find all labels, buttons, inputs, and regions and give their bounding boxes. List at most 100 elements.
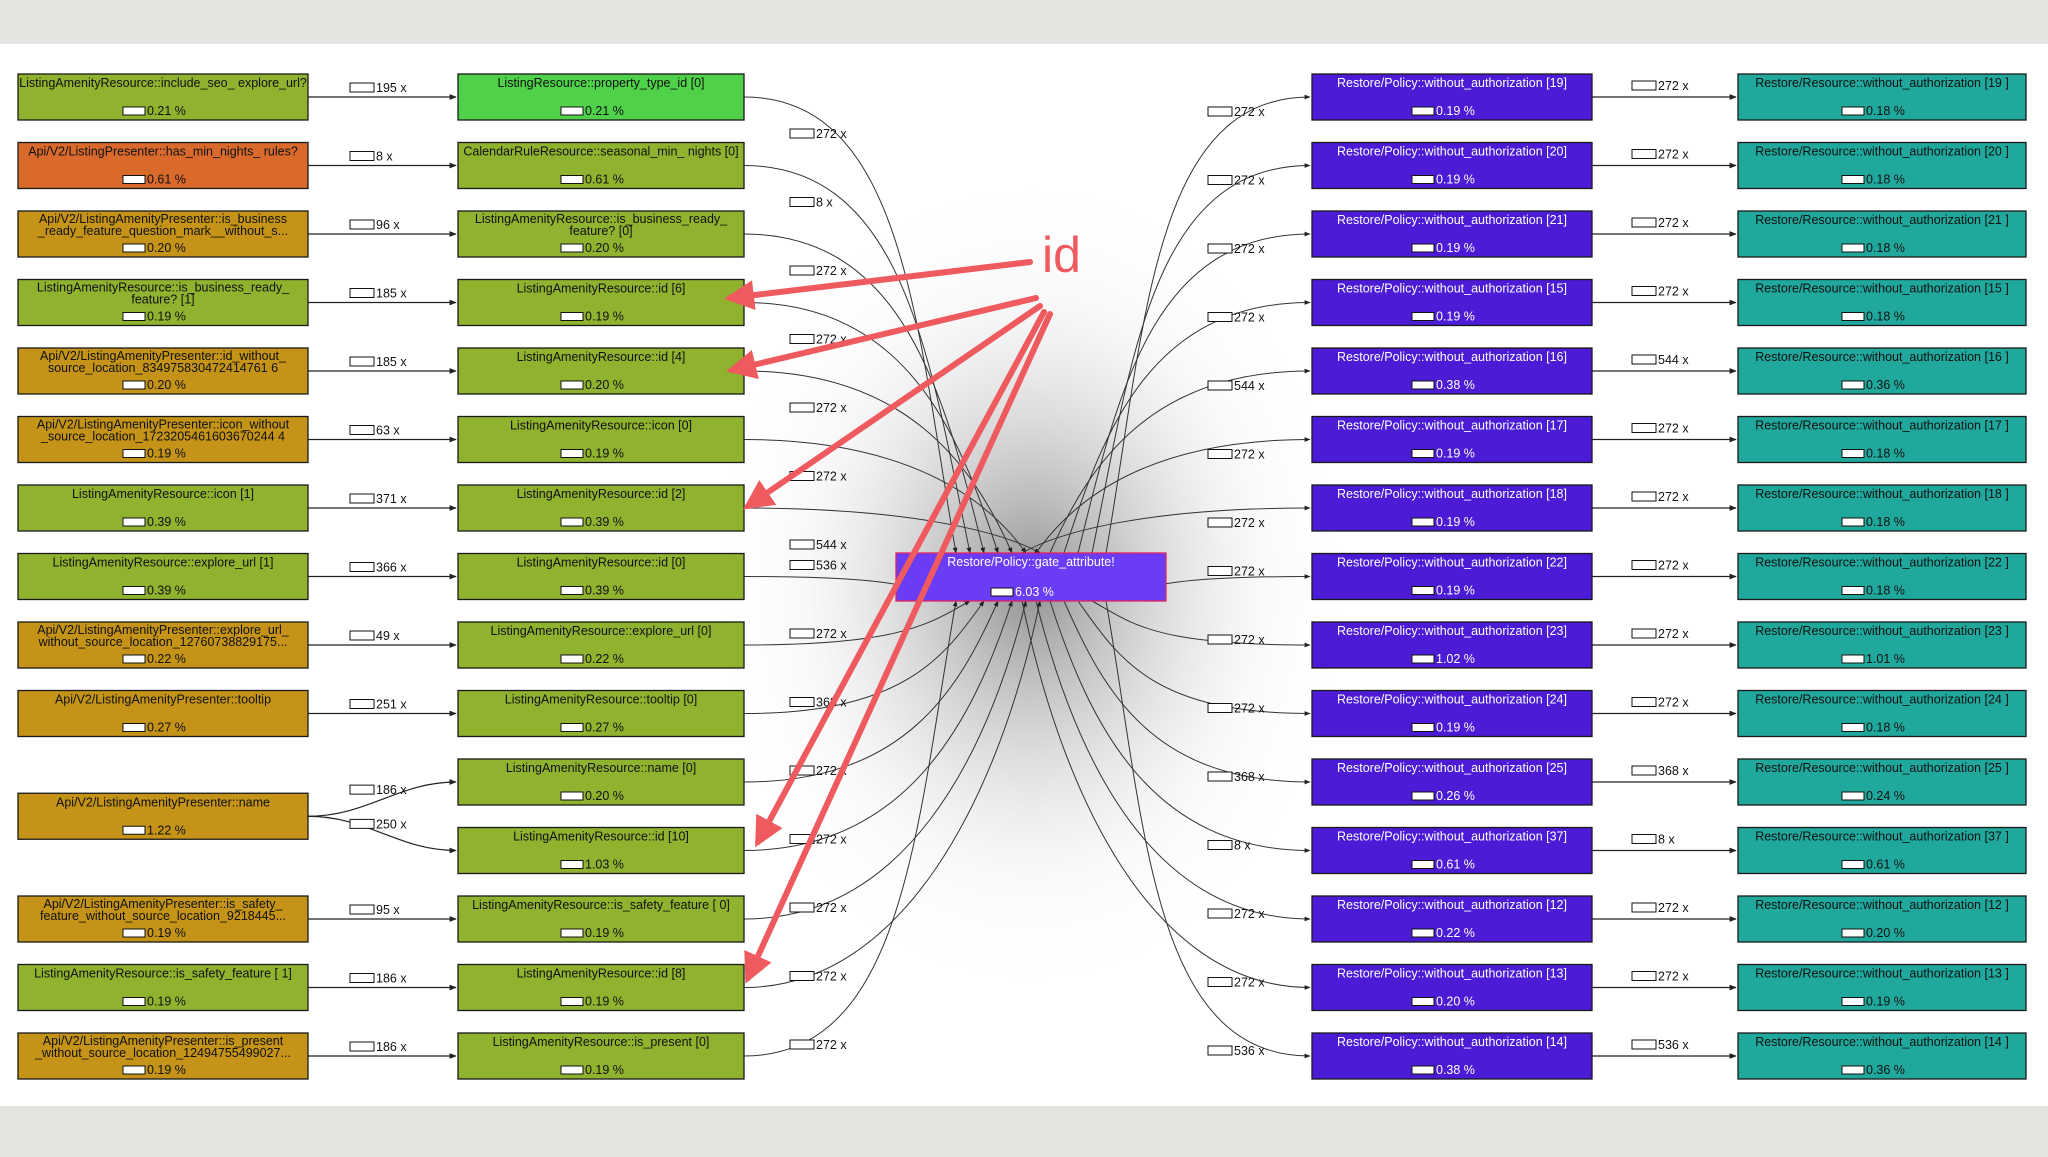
policy-node-box[interactable] [1311, 895, 1593, 943]
policy-node-box[interactable] [1311, 758, 1593, 806]
policy-node[interactable]: Restore/Policy::without_authorization [1… [1311, 278, 1593, 327]
restore-resource-node-box[interactable] [1737, 210, 2027, 258]
resource-node-box[interactable] [457, 73, 745, 121]
resource-node[interactable]: ListingAmenityResource::id [2]0.39 % [457, 484, 745, 532]
resource-node[interactable]: ListingAmenityResource::id [6]0.19 % [457, 278, 745, 327]
resource-node[interactable]: ListingAmenityResource::id [0]0.39 % [457, 552, 745, 601]
resource-node[interactable]: CalendarRuleResource::seasonal_min_ nigh… [457, 141, 745, 190]
policy-node[interactable]: Restore/Policy::without_authorization [1… [1311, 1032, 1593, 1080]
resource-node[interactable]: ListingAmenityResource::is_present [0]0.… [457, 1032, 745, 1080]
caller-node-box[interactable] [17, 141, 309, 190]
caller-node-box[interactable] [17, 73, 309, 121]
restore-resource-node-box[interactable] [1737, 278, 2027, 327]
resource-node-box[interactable] [457, 484, 745, 532]
restore-resource-node[interactable]: Restore/Resource::without_authorization … [1737, 141, 2027, 190]
resource-node[interactable]: ListingResource::property_type_id [0]0.2… [457, 73, 745, 121]
caller-node[interactable]: ListingAmenityResource::icon [1]0.39 % [17, 484, 309, 532]
resource-node-box[interactable] [457, 210, 745, 258]
caller-node-box[interactable] [17, 278, 309, 327]
resource-node-box[interactable] [457, 758, 745, 806]
resource-node-box[interactable] [457, 826, 745, 875]
caller-node[interactable]: ListingAmenityResource::include_seo_ exp… [17, 73, 309, 121]
policy-node[interactable]: Restore/Policy::without_authorization [1… [1311, 895, 1593, 943]
policy-node[interactable]: Restore/Policy::without_authorization [1… [1311, 73, 1593, 121]
restore-resource-node-box[interactable] [1737, 963, 2027, 1012]
caller-node[interactable]: Api/V2/ListingAmenityPresenter::tooltip0… [17, 689, 309, 738]
policy-node-box[interactable] [1311, 347, 1593, 395]
policy-node-box[interactable] [1311, 621, 1593, 669]
policy-node-box[interactable] [1311, 1032, 1593, 1080]
caller-node[interactable]: Api/V2/ListingAmenityPresenter::icon_wit… [17, 415, 309, 464]
caller-node-box[interactable] [17, 963, 309, 1012]
resource-node[interactable]: ListingAmenityResource::is_safety_featur… [457, 895, 745, 943]
resource-node-box[interactable] [457, 895, 745, 943]
policy-node[interactable]: Restore/Policy::without_authorization [2… [1311, 621, 1593, 669]
resource-node-box[interactable] [457, 1032, 745, 1080]
policy-node-box[interactable] [1311, 826, 1593, 875]
restore-resource-node[interactable]: Restore/Resource::without_authorization … [1737, 73, 2027, 121]
resource-node[interactable]: ListingAmenityResource::id [10]1.03 % [457, 826, 745, 875]
policy-node-box[interactable] [1311, 278, 1593, 327]
caller-node-box[interactable] [17, 484, 309, 532]
resource-node[interactable]: ListingAmenityResource::icon [0]0.19 % [457, 415, 745, 464]
caller-node-box[interactable] [17, 621, 309, 669]
restore-resource-node[interactable]: Restore/Resource::without_authorization … [1737, 963, 2027, 1012]
caller-node-box[interactable] [17, 210, 309, 258]
resource-node-box[interactable] [457, 963, 745, 1012]
resource-node-box[interactable] [457, 689, 745, 738]
resource-node-box[interactable] [457, 621, 745, 669]
center-node-box[interactable] [895, 552, 1167, 602]
resource-node-box[interactable] [457, 347, 745, 395]
policy-node-box[interactable] [1311, 415, 1593, 464]
restore-resource-node-box[interactable] [1737, 73, 2027, 121]
restore-resource-node[interactable]: Restore/Resource::without_authorization … [1737, 1032, 2027, 1080]
caller-node[interactable]: Api/V2/ListingAmenityPresenter::explore_… [17, 621, 309, 669]
restore-resource-node[interactable]: Restore/Resource::without_authorization … [1737, 895, 2027, 943]
policy-node[interactable]: Restore/Policy::without_authorization [1… [1311, 963, 1593, 1012]
restore-resource-node-box[interactable] [1737, 621, 2027, 669]
policy-node[interactable]: Restore/Policy::without_authorization [3… [1311, 826, 1593, 875]
caller-node[interactable]: ListingAmenityResource::explore_url [1]0… [17, 552, 309, 601]
caller-node[interactable]: ListingAmenityResource::is_safety_featur… [17, 963, 309, 1012]
caller-node-box[interactable] [17, 1032, 309, 1080]
restore-resource-node[interactable]: Restore/Resource::without_authorization … [1737, 484, 2027, 532]
restore-resource-node-box[interactable] [1737, 347, 2027, 395]
restore-resource-node[interactable]: Restore/Resource::without_authorization … [1737, 210, 2027, 258]
caller-node-box[interactable] [17, 347, 309, 395]
resource-node-box[interactable] [457, 552, 745, 601]
resource-node[interactable]: ListingAmenityResource::id [4]0.20 % [457, 347, 745, 395]
policy-node[interactable]: Restore/Policy::without_authorization [2… [1311, 141, 1593, 190]
resource-node-box[interactable] [457, 278, 745, 327]
resource-node-box[interactable] [457, 415, 745, 464]
policy-node[interactable]: Restore/Policy::without_authorization [2… [1311, 758, 1593, 806]
policy-node[interactable]: Restore/Policy::without_authorization [2… [1311, 210, 1593, 258]
policy-node-box[interactable] [1311, 963, 1593, 1012]
policy-node-box[interactable] [1311, 210, 1593, 258]
restore-resource-node-box[interactable] [1737, 415, 2027, 464]
restore-resource-node-box[interactable] [1737, 895, 2027, 943]
caller-node-box[interactable] [17, 895, 309, 943]
caller-node-box[interactable] [17, 415, 309, 464]
restore-resource-node[interactable]: Restore/Resource::without_authorization … [1737, 278, 2027, 327]
restore-resource-node-box[interactable] [1737, 484, 2027, 532]
caller-node[interactable]: ListingAmenityResource::is_business_read… [17, 278, 309, 327]
policy-node[interactable]: Restore/Policy::without_authorization [1… [1311, 347, 1593, 395]
caller-node[interactable]: Api/V2/ListingAmenityPresenter::name1.22… [17, 792, 309, 840]
policy-node-box[interactable] [1311, 141, 1593, 190]
restore-resource-node-box[interactable] [1737, 552, 2027, 601]
restore-resource-node[interactable]: Restore/Resource::without_authorization … [1737, 621, 2027, 669]
resource-node[interactable]: ListingAmenityResource::is_business_read… [457, 210, 745, 258]
restore-resource-node-box[interactable] [1737, 1032, 2027, 1080]
restore-resource-node[interactable]: Restore/Resource::without_authorization … [1737, 689, 2027, 738]
resource-node-box[interactable] [457, 141, 745, 190]
caller-node[interactable]: Api/V2/ListingPresenter::has_min_nights_… [17, 141, 309, 190]
restore-resource-node-box[interactable] [1737, 141, 2027, 190]
policy-node-box[interactable] [1311, 552, 1593, 601]
restore-resource-node[interactable]: Restore/Resource::without_authorization … [1737, 552, 2027, 601]
policy-node[interactable]: Restore/Policy::without_authorization [1… [1311, 484, 1593, 532]
restore-resource-node[interactable]: Restore/Resource::without_authorization … [1737, 415, 2027, 464]
policy-node[interactable]: Restore/Policy::without_authorization [1… [1311, 415, 1593, 464]
policy-node[interactable]: Restore/Policy::without_authorization [2… [1311, 689, 1593, 738]
caller-node[interactable]: Api/V2/ListingAmenityPresenter::is_busin… [17, 210, 309, 258]
policy-node-box[interactable] [1311, 484, 1593, 532]
